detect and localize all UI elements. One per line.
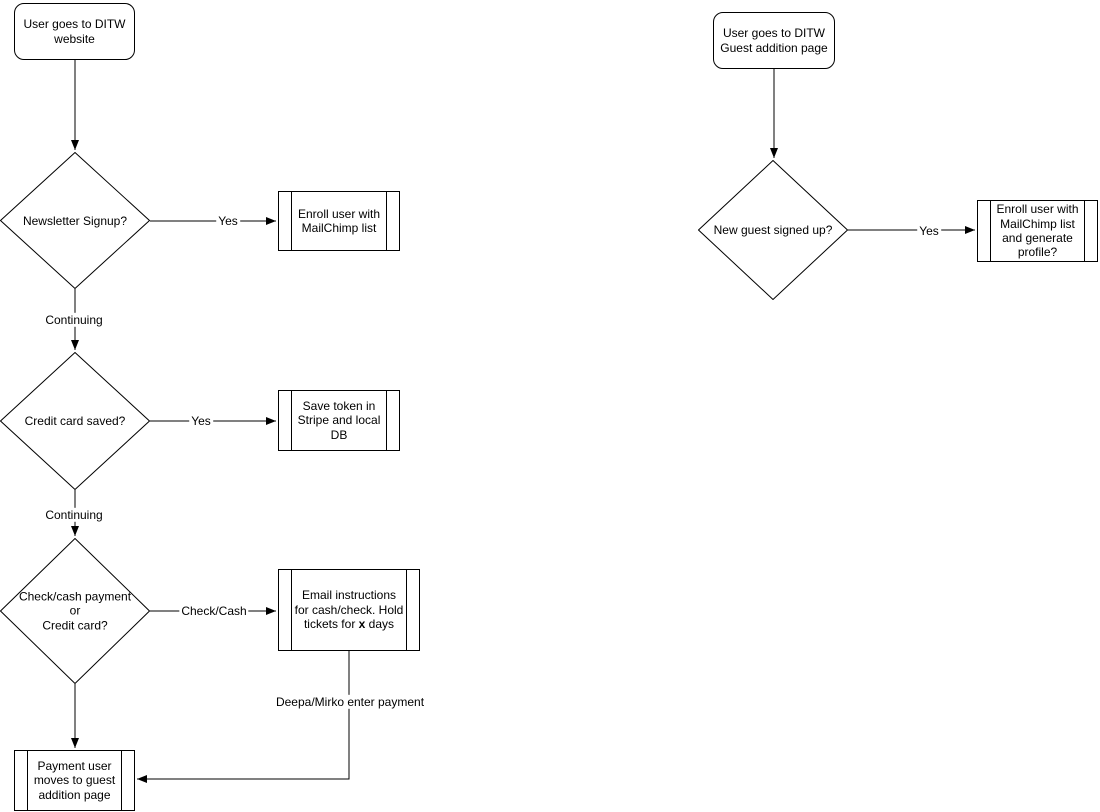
connector-deepa-mirko [137,651,350,783]
process-enroll-mailchimp-label: Enroll user with MailChimp list [297,206,381,235]
process-save-token-label: Save token in Stripe and local DB [297,398,381,442]
edge-label-newsletter-yes: Yes [216,213,240,229]
email-label-part2: days [365,617,395,632]
start-node-guest-addition[interactable]: User goes to DITW Guest addition page [713,12,835,69]
email-label-part1: Email instructions for cash/check. Hold … [294,588,404,632]
decision-new-guest-signed-up[interactable]: New guest signed up? [698,160,848,300]
decision-payment-method-label: Check/cash payment or Credit card? [18,589,132,633]
start-node-website[interactable]: User goes to DITW website [14,3,135,60]
edge-label-continuing-2: Continuing [43,507,105,523]
edge-label-deepa-mirko: Deepa/Mirko enter payment [273,694,427,710]
process-email-instructions[interactable]: Email instructions for cash/check. Hold … [278,569,420,651]
process-payment-user-moves[interactable]: Payment user moves to guest addition pag… [14,750,135,811]
decision-credit-card-saved-label: Credit card saved? [24,413,126,428]
process-enroll-mailchimp-profile[interactable]: Enroll user with MailChimp list and gene… [977,200,1098,262]
decision-new-guest-signed-up-label: New guest signed up? [713,222,833,237]
start-node-website-label: User goes to DITW website [23,17,126,46]
process-payment-user-moves-label: Payment user moves to guest addition pag… [33,758,116,802]
email-label-bold-x: x [358,617,366,632]
process-enroll-mailchimp-profile-label: Enroll user with MailChimp list and gene… [996,202,1079,260]
start-node-guest-addition-label: User goes to DITW Guest addition page [720,26,828,55]
edge-label-new-guest-yes: Yes [917,223,941,239]
process-email-instructions-label: Email instructions for cash/check. Hold … [295,588,404,631]
decision-newsletter-signup-label: Newsletter Signup? [22,213,128,228]
edge-label-credit-yes: Yes [189,413,213,429]
process-enroll-mailchimp[interactable]: Enroll user with MailChimp list [278,191,400,251]
edge-label-continuing-1: Continuing [43,312,105,328]
edge-label-check-cash: Check/Cash [179,603,249,619]
decision-newsletter-signup[interactable]: Newsletter Signup? [0,152,150,289]
process-save-token[interactable]: Save token in Stripe and local DB [278,390,400,451]
decision-payment-method[interactable]: Check/cash payment or Credit card? [0,538,150,684]
decision-credit-card-saved[interactable]: Credit card saved? [0,352,150,490]
